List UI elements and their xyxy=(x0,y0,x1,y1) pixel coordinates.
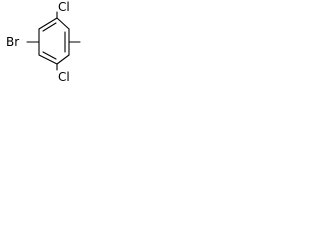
bond-ring-top-right xyxy=(56,17,70,30)
bond-double-inner-1 xyxy=(42,22,57,32)
bond-ring-top xyxy=(38,17,58,30)
atom-label-chlorine-bottom: Cl xyxy=(58,70,70,83)
bond-ring-bottom-right xyxy=(56,54,70,65)
molecule-structure: Br Cl Cl xyxy=(6,0,81,83)
molecule-canvas: Br Cl Cl xyxy=(0,0,95,83)
bond-double-inner-3 xyxy=(42,51,57,60)
atom-label-bromine: Br xyxy=(6,35,19,49)
atom-label-chlorine-top: Cl xyxy=(58,0,70,14)
bond-ring-bottom xyxy=(38,54,58,65)
